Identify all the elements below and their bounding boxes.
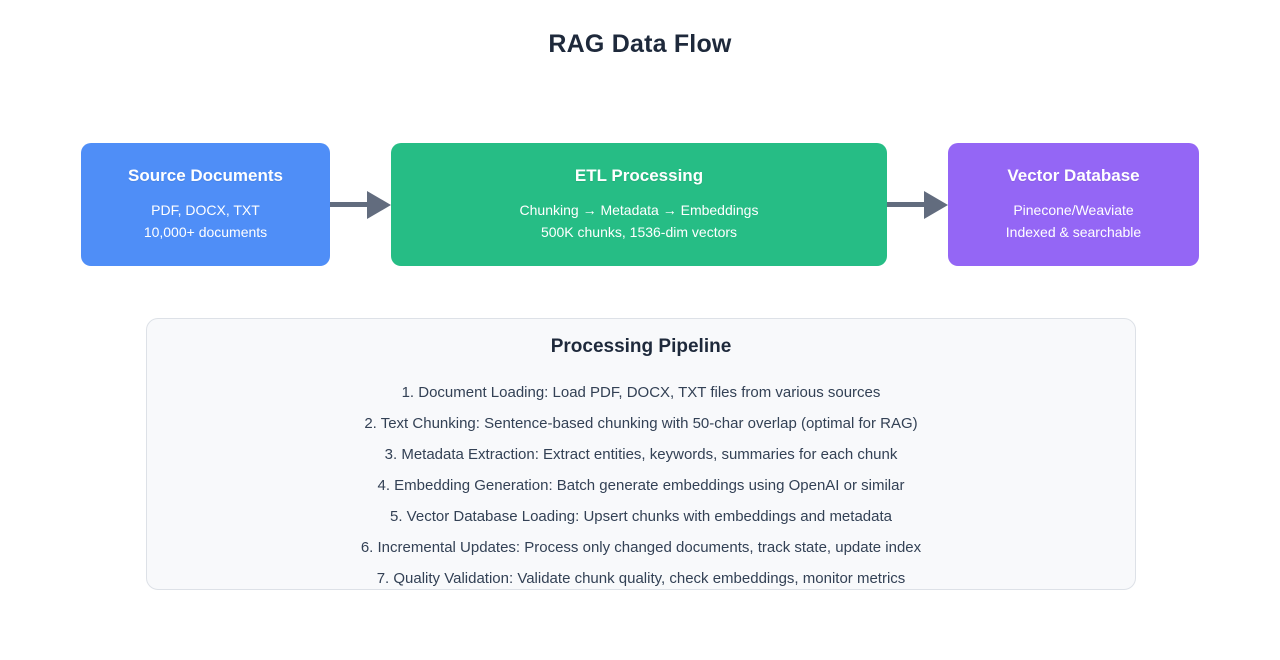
arrow-shaft [887, 202, 925, 207]
pipeline-title: Processing Pipeline [550, 336, 732, 357]
list-item: 4. Embedding Generation: Batch generate … [377, 477, 905, 494]
flow-node-detail-line-1: Chunking → Metadata → Embeddings [519, 202, 759, 218]
flow-diagram: Source Documents PDF, DOCX, TXT 10,000+ … [81, 143, 1199, 266]
flow-node-detail-line-2: Indexed & searchable [1005, 223, 1142, 240]
list-item: 5. Vector Database Loading: Upsert chunk… [390, 508, 892, 525]
list-item: 1. Document Loading: Load PDF, DOCX, TXT… [401, 384, 881, 401]
arrow-right-icon [887, 190, 948, 219]
flow-node-etl-processing[interactable]: ETL Processing Chunking → Metadata → Emb… [391, 143, 887, 266]
flow-node-detail-line-1: Pinecone/Weaviate [1013, 202, 1134, 218]
arrow-head [924, 190, 948, 219]
list-item: 6. Incremental Updates: Process only cha… [360, 539, 922, 556]
flow-node-title: Source Documents [128, 165, 283, 185]
flow-node-detail-line-1: PDF, DOCX, TXT [151, 202, 260, 218]
list-item: 7. Quality Validation: Validate chunk qu… [376, 570, 906, 587]
processing-pipeline-panel: Processing Pipeline 1. Document Loading:… [146, 318, 1136, 590]
arrow-shaft [330, 202, 368, 207]
arrow-right-icon [330, 190, 391, 219]
flow-node-title: ETL Processing [574, 165, 704, 185]
flow-node-title: Vector Database [1007, 165, 1140, 185]
pipeline-step-list: 1. Document Loading: Load PDF, DOCX, TXT… [147, 377, 1135, 594]
arrow-head [367, 190, 391, 219]
flow-node-detail-line-2: 500K chunks, 1536-dim vectors [540, 223, 738, 240]
list-item: 2. Text Chunking: Sentence-based chunkin… [364, 415, 918, 432]
flow-node-source-documents[interactable]: Source Documents PDF, DOCX, TXT 10,000+ … [81, 143, 330, 266]
page-title: RAG Data Flow [548, 30, 732, 58]
flow-node-detail-line-2: 10,000+ documents [143, 223, 268, 240]
flow-node-vector-database[interactable]: Vector Database Pinecone/Weaviate Indexe… [948, 143, 1199, 266]
list-item: 3. Metadata Extraction: Extract entities… [384, 446, 898, 463]
